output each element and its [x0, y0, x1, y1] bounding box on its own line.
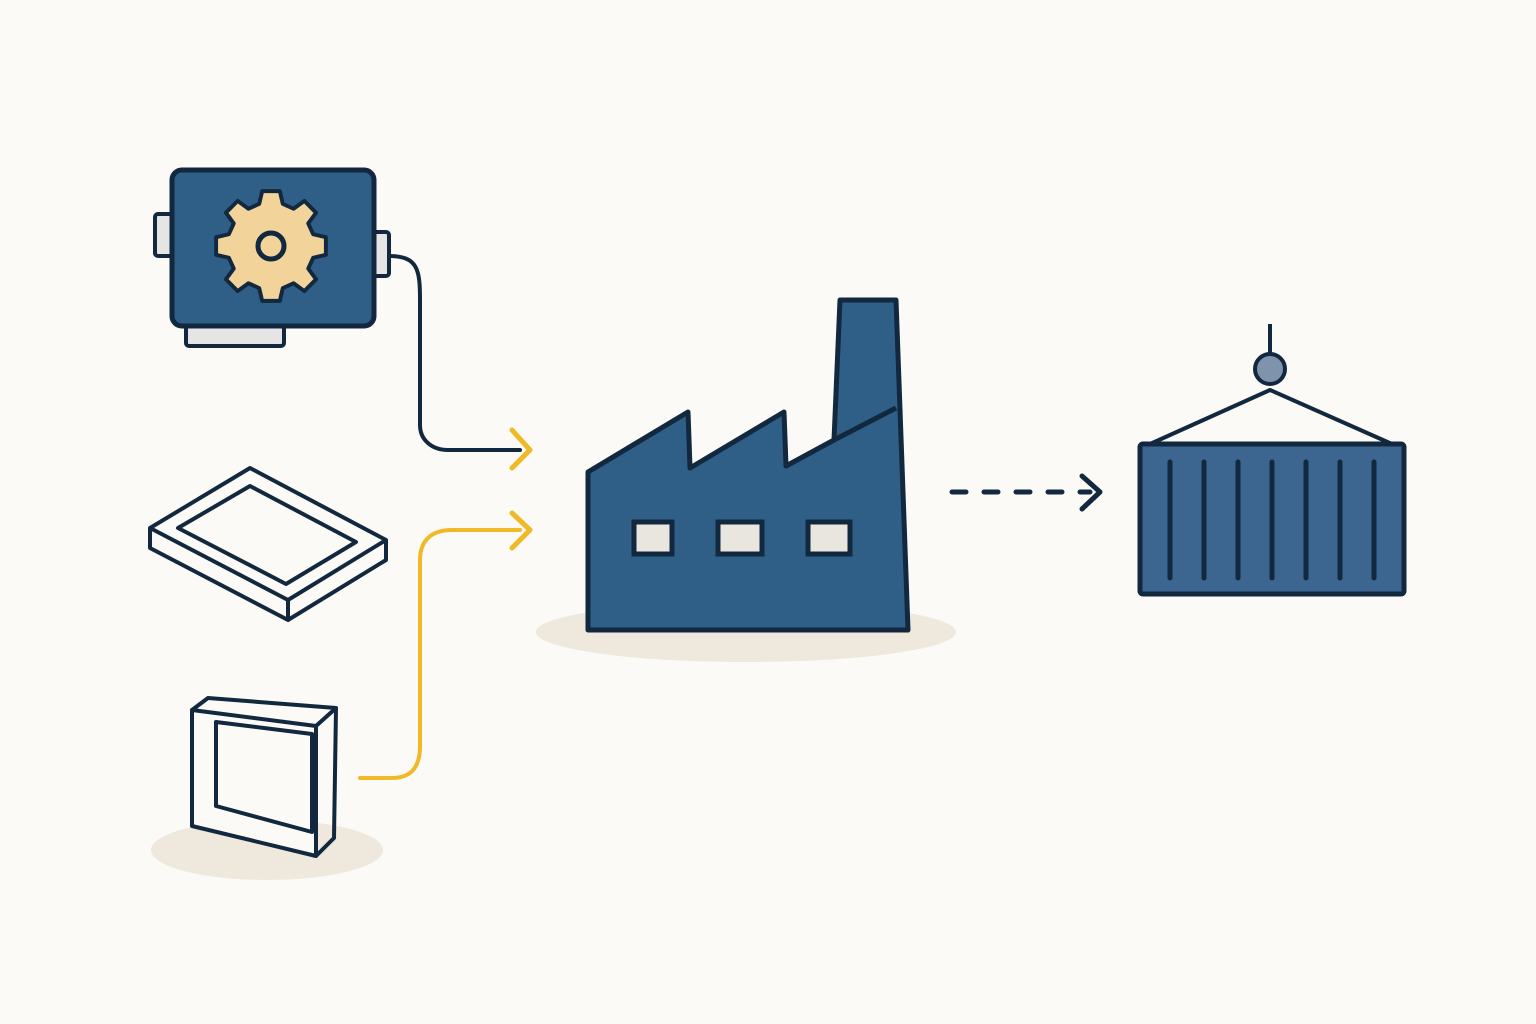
upright-panel-frame-icon	[151, 696, 383, 880]
factory-roof-line	[832, 405, 898, 443]
panel-to-factory-connector	[358, 510, 533, 780]
factory-window-1	[631, 519, 675, 557]
lifting-slings	[1149, 388, 1393, 446]
factory-window-2	[715, 519, 765, 557]
gear-hub	[255, 230, 287, 262]
dashed-arrow-head	[1079, 473, 1103, 512]
factory-window-3	[805, 519, 853, 557]
flat-panel-front-left	[148, 528, 290, 622]
factory-building	[585, 297, 911, 633]
gear-motor-icon	[153, 167, 391, 348]
motor-to-factory-connector	[387, 254, 533, 471]
motor-cable-line	[387, 254, 522, 452]
container-ridges	[1167, 459, 1377, 581]
hook-ball	[1253, 352, 1287, 386]
flat-panel-frame-icon	[148, 466, 388, 622]
upright-panel-side	[314, 707, 338, 858]
shipping-container-icon	[1137, 324, 1407, 597]
upright-panel-top	[190, 696, 338, 728]
motor-arrow-head	[509, 427, 533, 471]
flat-panel-inner	[176, 484, 358, 586]
factory-to-container-connector	[949, 473, 1103, 512]
upright-panel-inner	[214, 720, 314, 834]
panel-arrow-head	[509, 510, 533, 551]
factory-icon	[536, 297, 956, 662]
flat-panel-front-right	[286, 540, 388, 622]
panel-connector-line	[358, 528, 522, 780]
upright-panel-shadow	[151, 820, 383, 880]
